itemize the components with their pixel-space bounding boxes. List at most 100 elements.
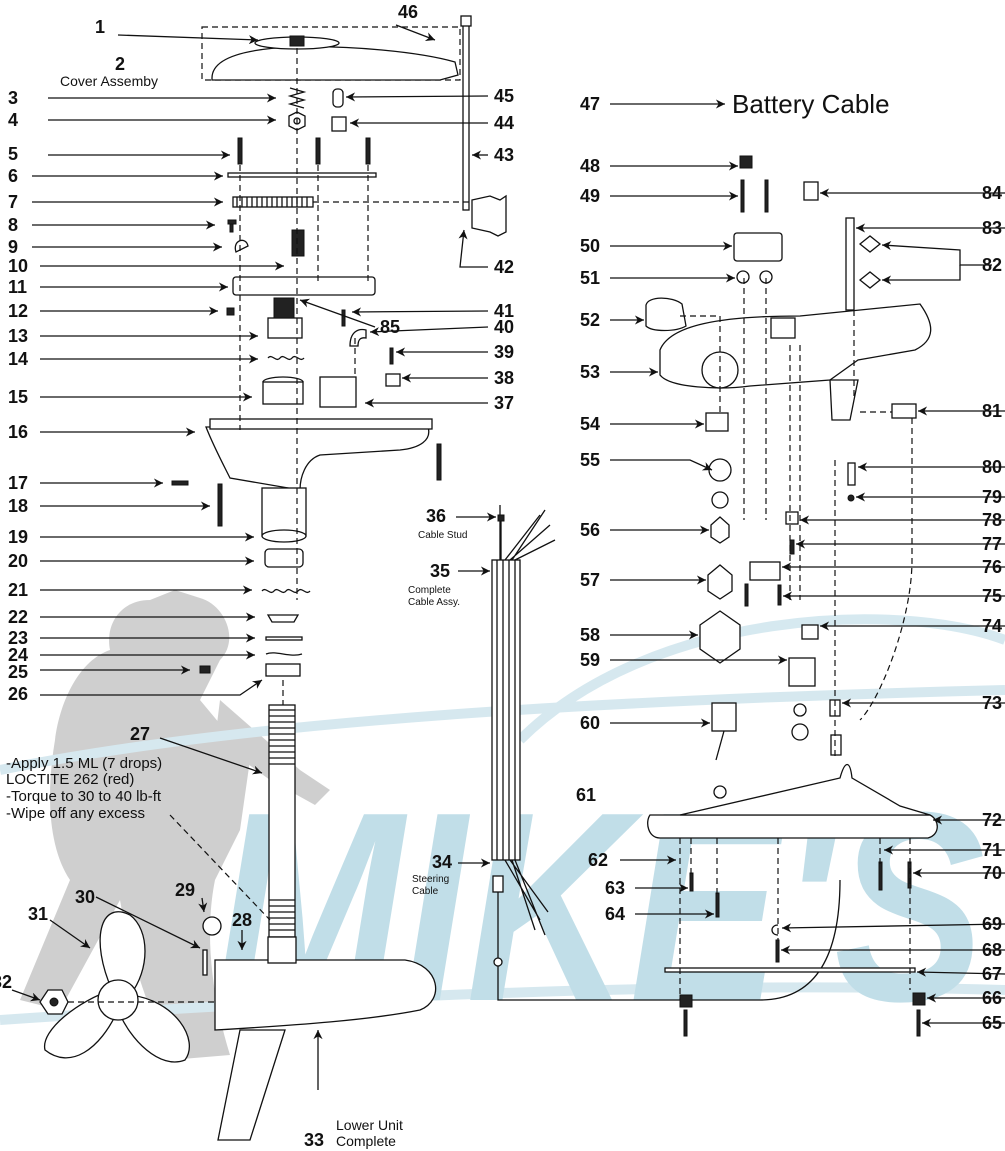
cover-knob (289, 35, 305, 47)
collar-26 (265, 663, 301, 677)
ring-23 (265, 636, 303, 641)
switch-50 (733, 232, 783, 262)
bearing-14 (267, 355, 305, 361)
bracket-part (232, 276, 376, 296)
fuse-45 (332, 88, 344, 108)
callout-45: 45 (494, 86, 514, 106)
nut-55b (711, 491, 729, 509)
callout-33: 33 (304, 1130, 324, 1150)
pin-30 (202, 949, 208, 976)
lower-unit-33 (214, 959, 437, 1031)
steering-cable-34 (492, 875, 504, 893)
screw-18 (217, 483, 223, 527)
bearing-21 (261, 588, 311, 594)
callout-54: 54 (580, 414, 600, 434)
screw-75b (777, 584, 782, 606)
guide-1 (239, 165, 369, 705)
cap-52 (645, 297, 687, 332)
lower-unit-label-1: Lower Unit (336, 1117, 403, 1133)
cable-strands (496, 560, 516, 860)
housing-16 (205, 426, 430, 491)
nut-59 (793, 703, 807, 717)
pedal-bracket (829, 379, 859, 421)
callout-70: 70 (982, 863, 1002, 883)
tube-19-end (261, 529, 307, 543)
callout-14: 14 (8, 349, 28, 369)
callout-68: 68 (982, 940, 1002, 960)
callout-10: 10 (8, 256, 28, 276)
callout-31: 31 (28, 904, 48, 924)
skeg (217, 1029, 286, 1141)
nut-56 (710, 516, 730, 544)
callout-63: 63 (605, 878, 625, 898)
callout-53: 53 (580, 362, 600, 382)
callout-6: 6 (8, 166, 18, 186)
switch-60-toggle (715, 730, 725, 761)
screw-5b (315, 137, 321, 165)
callout-75: 75 (982, 586, 1002, 606)
callout-84: 84 (982, 183, 1002, 203)
callout-5: 5 (8, 144, 18, 164)
set-screw-12 (226, 307, 235, 316)
nut-57 (707, 564, 733, 600)
boot-42 (471, 194, 507, 237)
callout-62: 62 (588, 850, 608, 870)
steering-line (497, 879, 841, 1001)
callout-20: 20 (8, 551, 28, 571)
callout-26: 26 (8, 684, 28, 704)
shaft-27 (268, 704, 296, 938)
ring-55 (708, 458, 732, 482)
callout-71: 71 (982, 840, 1002, 860)
bracket-76 (749, 561, 781, 581)
note-line-4: -Wipe off any excess (6, 805, 145, 822)
callout-17: 17 (8, 473, 28, 493)
lower-unit-neck (267, 936, 297, 964)
screw-65b (916, 1009, 921, 1037)
coupling-top (273, 297, 295, 319)
callout-69: 69 (982, 914, 1002, 934)
callout-46: 46 (398, 2, 418, 22)
callout-77: 77 (982, 534, 1002, 554)
callout-37: 37 (494, 393, 514, 413)
callout-83: 83 (982, 218, 1002, 238)
lower-unit-label-2: Complete (336, 1133, 396, 1149)
screw-25 (199, 665, 211, 674)
gear-teeth (236, 197, 308, 207)
center-shaft-assembly (39, 15, 507, 1141)
foot-66b (912, 992, 926, 1006)
pin-73b (830, 734, 842, 756)
callout-52: 52 (580, 310, 600, 330)
nut-60 (713, 785, 727, 799)
tie-head (460, 15, 472, 27)
pin-17 (171, 480, 189, 486)
bead-79 (847, 494, 855, 502)
callout-66: 66 (982, 988, 1002, 1008)
nut-51a (736, 270, 750, 284)
callout-65: 65 (982, 1013, 1002, 1033)
callout-78: 78 (982, 510, 1002, 530)
housing-top (209, 418, 433, 430)
callout-60: 60 (580, 713, 600, 733)
callout-30: 30 (75, 887, 95, 907)
callout-74: 74 (982, 616, 1002, 636)
callout-55: 55 (580, 450, 600, 470)
note-line-1: -Apply 1.5 ML (7 drops) (6, 755, 162, 772)
cable-stud-36 (497, 514, 505, 522)
callout-73: 73 (982, 693, 1002, 713)
clips-82 (858, 235, 882, 289)
callout-34: 34 (432, 852, 452, 872)
callout-43: 43 (494, 145, 514, 165)
cap-84 (803, 181, 819, 201)
callout-19: 19 (8, 527, 28, 547)
callout-81: 81 (982, 401, 1002, 421)
plate-part (227, 172, 377, 178)
collar-part (262, 381, 304, 405)
callout-18: 18 (8, 496, 28, 516)
bushing-20 (264, 548, 304, 568)
switch-59 (788, 657, 816, 687)
note-line-3: -Torque to 30 to 40 lb-ft (6, 788, 162, 805)
base-72 (647, 814, 938, 839)
callout-27: 27 (130, 724, 150, 744)
rod-83 (845, 217, 855, 311)
clamp-38 (385, 373, 401, 387)
